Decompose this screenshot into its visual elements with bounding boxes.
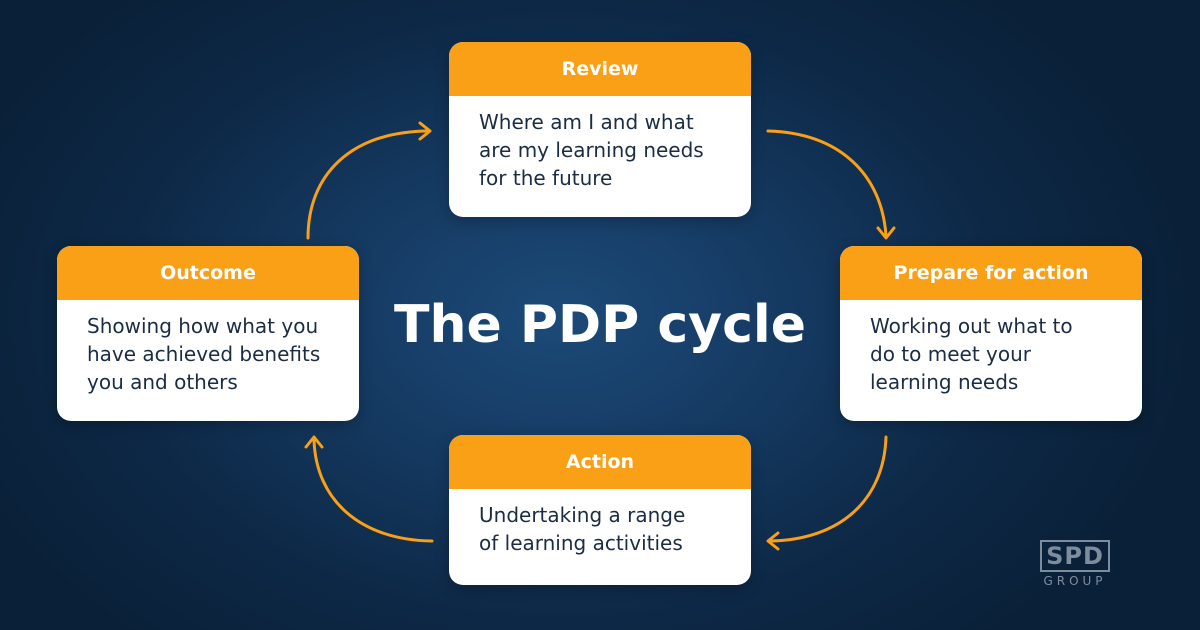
stage-description-line: are my learning needs xyxy=(479,138,704,162)
stage-description-line: you and others xyxy=(87,370,238,394)
stage-description-line: learning needs xyxy=(870,370,1019,394)
stage-description-line: have achieved benefits xyxy=(87,342,321,366)
arrow-prepare-to-action xyxy=(766,435,888,551)
logo-subtitle: GROUP xyxy=(1043,574,1107,588)
stage-description-line: of learning activities xyxy=(479,531,683,555)
stage-card-review: Review Where am I and what are my learni… xyxy=(449,42,751,217)
logo-mark: SPD xyxy=(1040,540,1110,572)
stage-label-review: Review xyxy=(449,42,751,96)
diagram-title: The PDP cycle xyxy=(394,295,806,355)
stage-description-action: Undertaking a range of learning activiti… xyxy=(449,489,751,557)
arrow-action-to-outcome xyxy=(304,435,434,543)
stage-description-outcome: Showing how what you have achieved benef… xyxy=(57,300,359,396)
stage-card-prepare-for-action: Prepare for action Working out what to d… xyxy=(840,246,1142,421)
stage-card-outcome: Outcome Showing how what you have achiev… xyxy=(57,246,359,421)
stage-label-prepare-for-action: Prepare for action xyxy=(840,246,1142,300)
stage-description-line: for the future xyxy=(479,166,613,190)
arrow-review-to-prepare xyxy=(766,129,896,240)
stage-description-line: Undertaking a range xyxy=(479,503,686,527)
stage-label-outcome: Outcome xyxy=(57,246,359,300)
spd-group-logo: SPD GROUP xyxy=(1034,540,1116,588)
stage-description-line: Showing how what you xyxy=(87,314,319,338)
stage-card-action: Action Undertaking a range of learning a… xyxy=(449,435,751,585)
stage-description-line: Where am I and what xyxy=(479,110,694,134)
stage-description-review: Where am I and what are my learning need… xyxy=(449,96,751,192)
arrow-outcome-to-review xyxy=(306,121,432,240)
stage-description-line: Working out what to xyxy=(870,314,1073,338)
stage-description-line: do to meet your xyxy=(870,342,1031,366)
stage-label-action: Action xyxy=(449,435,751,489)
stage-description-prepare-for-action: Working out what to do to meet your lear… xyxy=(840,300,1142,396)
